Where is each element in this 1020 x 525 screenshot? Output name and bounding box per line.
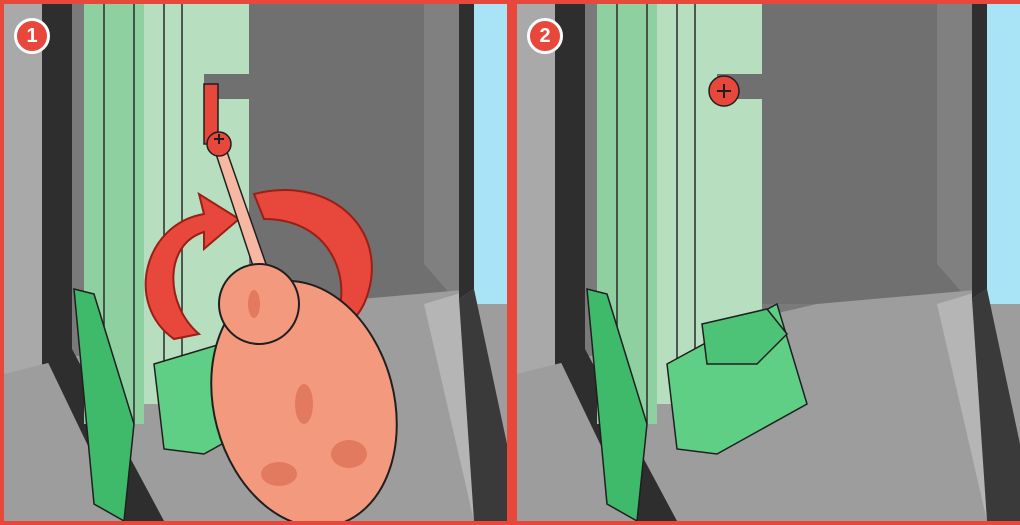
step-1-panel: 1 xyxy=(4,4,507,521)
step-2-illustration xyxy=(517,4,1020,521)
step-number-badge: 1 xyxy=(14,18,50,54)
phillips-screw-icon xyxy=(709,76,739,106)
step-2-panel: 2 xyxy=(517,4,1020,521)
step-1-illustration xyxy=(4,4,507,521)
step-number-badge: 2 xyxy=(527,18,563,54)
